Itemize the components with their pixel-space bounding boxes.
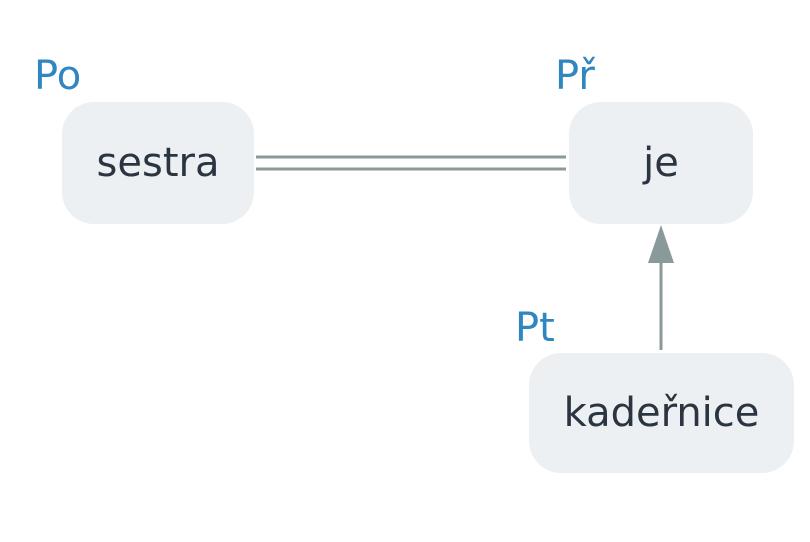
- double-line-edge-sestra-je: [256, 155, 566, 171]
- role-label-po: Po: [34, 53, 82, 99]
- role-label-pt: Pt: [515, 305, 555, 351]
- node-label-sestra: sestra: [96, 140, 220, 186]
- arrowhead-icon: [648, 225, 674, 263]
- node-label-kadernice: kadeřnice: [563, 390, 760, 436]
- role-label-pr: Př: [555, 53, 595, 99]
- node-label-je: je: [643, 140, 679, 186]
- node-je: je: [569, 102, 753, 224]
- node-sestra: sestra: [62, 102, 254, 224]
- arrow-edge-kadernice-je: [648, 225, 674, 350]
- node-kadernice: kadeřnice: [529, 353, 794, 473]
